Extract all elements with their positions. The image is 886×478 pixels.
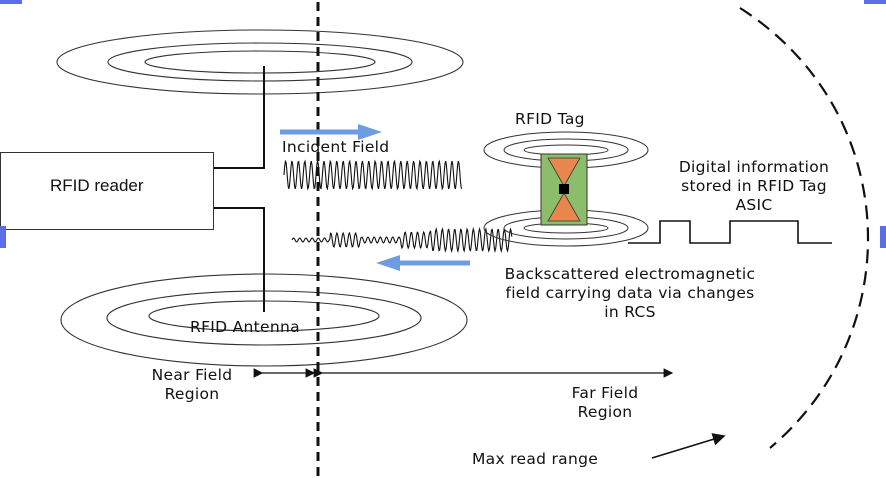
digital-info-label: Digital information stored in RFID Tag A… xyxy=(636,158,872,215)
near-field-line-2: Region xyxy=(164,385,220,403)
backscatter-arrow xyxy=(376,255,470,271)
backscatter-label: Backscattered electromagnetic field carr… xyxy=(440,265,820,322)
backscattered-wave xyxy=(291,226,513,254)
near-field-label: Near Field Region xyxy=(122,366,262,404)
edge-marker-top-right xyxy=(864,0,886,4)
max-read-range-arrow xyxy=(651,433,726,459)
far-field-label: Far Field Region xyxy=(540,384,670,422)
incident-field-wave xyxy=(283,159,463,191)
near-field-line-1: Near Field xyxy=(151,366,233,384)
digital-signal-wave xyxy=(628,220,832,244)
rfid-antenna-label: RFID Antenna xyxy=(190,318,300,336)
far-field-line-1: Far Field xyxy=(571,384,639,402)
far-field-line-2: Region xyxy=(577,403,633,421)
incident-arrow xyxy=(280,124,382,140)
rfid-reader-label: RFID reader xyxy=(50,176,144,195)
reader-antenna-top-coil xyxy=(56,29,464,95)
edge-marker-top-left xyxy=(0,0,22,4)
edge-marker-left xyxy=(0,226,6,248)
max-read-range-boundary xyxy=(739,7,870,449)
digital-info-line-2: stored in RFID Tag xyxy=(681,177,827,195)
digital-info-line-1: Digital information xyxy=(678,158,830,176)
backscatter-line-3: in RCS xyxy=(604,303,656,321)
rfid-tag-chip xyxy=(540,153,588,226)
backscatter-line-1: Backscattered electromagnetic xyxy=(504,265,756,283)
antenna-feed-lines xyxy=(214,66,265,312)
incident-field-label: Incident Field xyxy=(282,138,390,156)
backscatter-line-2: field carrying data via changes xyxy=(505,284,755,302)
max-read-range-label: Max read range xyxy=(472,450,599,468)
edge-marker-right xyxy=(880,226,886,248)
rfid-reader-box xyxy=(0,152,214,230)
rfid-tag-label: RFID Tag xyxy=(515,110,585,128)
digital-info-line-3: ASIC xyxy=(735,196,773,214)
